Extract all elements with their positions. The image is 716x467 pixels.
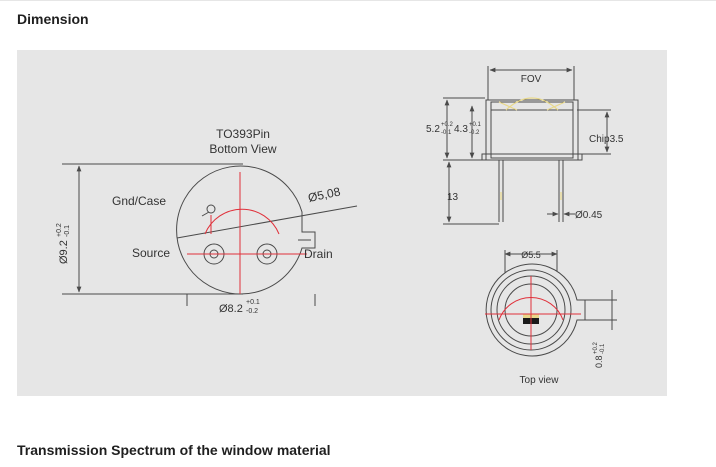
cap-inner — [490, 101, 574, 159]
top-view-centerlines — [485, 276, 581, 350]
tab-dim-lower: -0.1 — [600, 343, 606, 354]
fov-ray-right — [546, 101, 566, 111]
bottom-view-centerlines — [187, 172, 307, 294]
dimension-drawing-svg: TO393Pin Bottom View Gnd/Case Source Dra… — [56, 66, 624, 386]
dimension-heading: Dimension — [17, 11, 89, 27]
top-arc — [498, 296, 564, 321]
height-dim-lower: -0.1 — [64, 225, 71, 237]
gnd-leader — [201, 211, 210, 217]
gnd-case-label: Gnd/Case — [112, 194, 166, 208]
top-divider — [0, 0, 716, 1]
window-dia-value: Ø5.5 — [521, 250, 541, 260]
dim-a-lower: -0.1 — [441, 130, 452, 136]
dim-b-lower: -0.2 — [469, 130, 480, 136]
fov-ray-left — [498, 101, 518, 111]
top-view — [485, 250, 617, 357]
outer-dim-upper: +0.1 — [246, 299, 260, 306]
lead-dia-value: Ø0.45 — [575, 210, 603, 221]
dim-b-value: 4.3 — [454, 124, 468, 135]
dim-b-upper: +0.1 — [469, 122, 482, 128]
cap-body — [485, 99, 579, 161]
outer-dim-lower: -0.2 — [246, 308, 258, 315]
lead-length-value: 13 — [447, 192, 459, 203]
top-view-caption: Top view — [520, 375, 560, 386]
outer-dim-value: Ø8.2 — [219, 303, 243, 315]
dimension-drawing: TO393Pin Bottom View Gnd/Case Source Dra… — [17, 50, 667, 396]
fov-label: FOV — [521, 74, 542, 85]
tab-dim-value: 0.8 — [594, 355, 604, 368]
dim-a-value: 5.2 — [426, 124, 440, 135]
transmission-heading: Transmission Spectrum of the window mate… — [17, 442, 331, 458]
tab-dim-text: 0.8 +0.2 -0.1 — [593, 341, 606, 368]
bottom-view — [62, 163, 358, 306]
tab-dim-upper: +0.2 — [593, 341, 599, 354]
package-outline — [176, 165, 316, 295]
height-dim-upper: +0.2 — [56, 223, 63, 237]
bottom-view-title-2: Bottom View — [209, 142, 276, 156]
pin-circle-leader — [176, 205, 358, 239]
chip-label: Chip3.5 — [589, 134, 624, 145]
side-view — [443, 66, 611, 225]
gnd-pin — [206, 204, 216, 214]
height-dim-text: Ø9.2 +0.2 -0.1 — [56, 223, 71, 264]
drain-label: Drain — [304, 247, 333, 261]
pin-circle-label: Ø5,08 — [307, 184, 342, 205]
height-dim-value: Ø9.2 — [58, 240, 70, 264]
top-flange — [485, 263, 586, 357]
side-view-lens — [498, 97, 566, 200]
bottom-view-title-1: TO393Pin — [216, 127, 270, 141]
lens-dome — [505, 97, 559, 111]
dim-a-upper: +0.2 — [441, 122, 454, 128]
source-label: Source — [132, 246, 170, 260]
header-flange — [481, 153, 583, 161]
